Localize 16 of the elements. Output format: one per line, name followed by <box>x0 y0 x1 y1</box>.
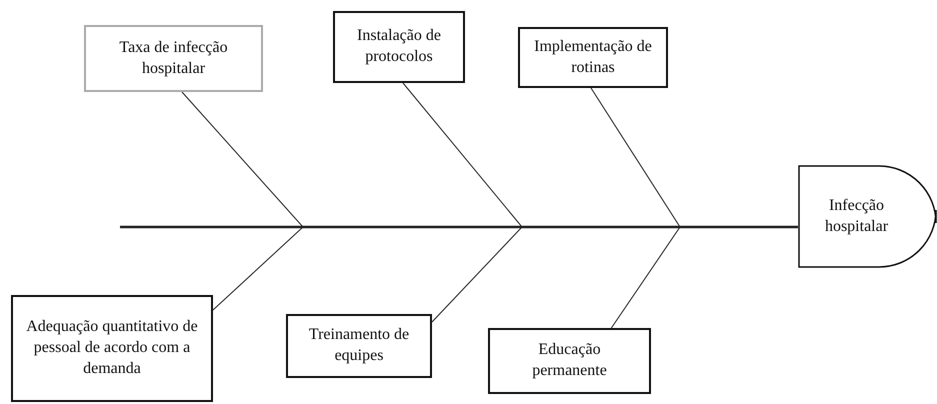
cause-text: Taxa de infecção hospitalar <box>118 38 229 78</box>
effect-text: Infecção hospitalar <box>824 196 890 236</box>
cause-box <box>518 27 668 88</box>
cause-box <box>488 328 651 394</box>
spine-line <box>120 226 798 228</box>
cause-text: Adequação quantitativo de pessoal de acordo com a demanda <box>25 317 199 379</box>
cause-text: Treinamento de equipes <box>308 325 410 366</box>
branch-line <box>610 226 798 330</box>
cause-box <box>84 25 263 92</box>
cause-text: Educação permanente <box>531 340 608 381</box>
cause-box <box>333 11 465 83</box>
cause-text: Instalação de protocolos <box>356 26 442 67</box>
cause-box <box>11 295 213 402</box>
cause-text: Implementação de rotinas <box>533 36 653 78</box>
effect-head <box>798 165 937 268</box>
cause-box <box>286 314 432 378</box>
